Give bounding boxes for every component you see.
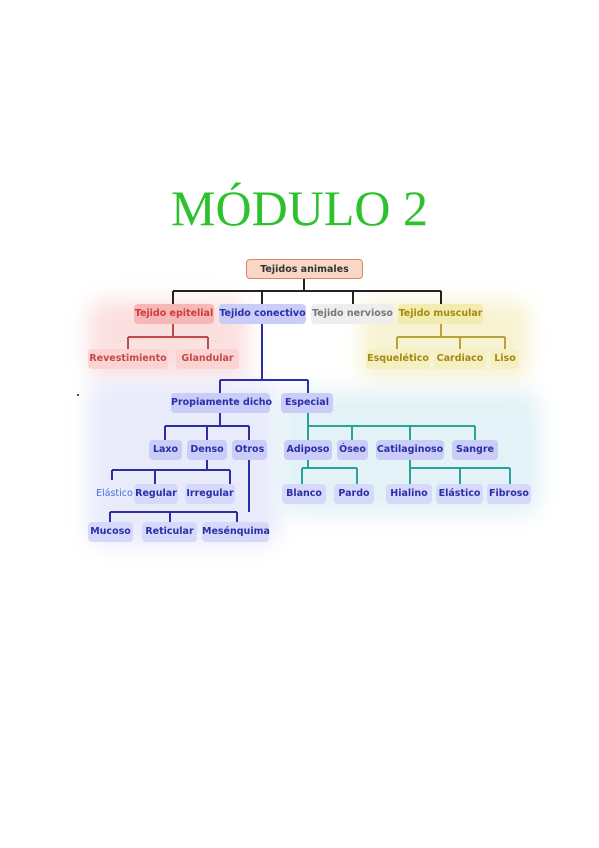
tejido-epitelial-node: Tejido epitelial [134,304,214,324]
esqueletico-node: Esquelético [366,349,430,369]
otros-node: Otros [232,440,267,460]
irregular-node: Irregular [185,484,235,504]
especial-node: Especial [281,393,333,413]
conectivo-connectors [109,324,309,522]
liso-node: Liso [491,349,519,369]
tejido-conectivo-node: Tejido conectivo [219,304,306,324]
adiposo-node: Adiposo [284,440,332,460]
especial-connectors [301,413,511,484]
laxo-node: Laxo [149,440,182,460]
muscular-connectors [396,324,506,349]
mesenquima-node: Mesénquima [202,522,270,542]
revestimiento-node: Revestimiento [88,349,168,369]
module-title: MÓDULO 2 [171,180,428,236]
fibroso-node: Fibroso [487,484,531,504]
denso-node: Denso [187,440,227,460]
stray-dot [77,394,79,396]
oseo-node: Óseo [337,440,368,460]
tejido-nervioso-node: Tejido nervioso [311,304,394,324]
cartilaginoso-node: Catilaginoso [376,440,444,460]
mucoso-node: Mucoso [88,522,133,542]
root-connectors [172,279,442,304]
sangre-node: Sangre [452,440,498,460]
pardo-node: Pardo [334,484,374,504]
hialino-node: Hialino [386,484,432,504]
cardiaco-node: Cardiaco [434,349,486,369]
regular-node: Regular [134,484,178,504]
reticular-node: Reticular [142,522,197,542]
epitelial-connectors [127,324,209,349]
tejido-muscular-node: Tejido muscular [398,304,483,324]
root-node: Tejidos animales [246,259,363,279]
elastico-label: Elástico [96,488,133,499]
propiamente-dicho-node: Propiamente dicho [171,393,272,413]
glandular-node: Glandular [176,349,239,369]
elastico-cartilago-node: Elástico [436,484,483,504]
blanco-node: Blanco [282,484,326,504]
